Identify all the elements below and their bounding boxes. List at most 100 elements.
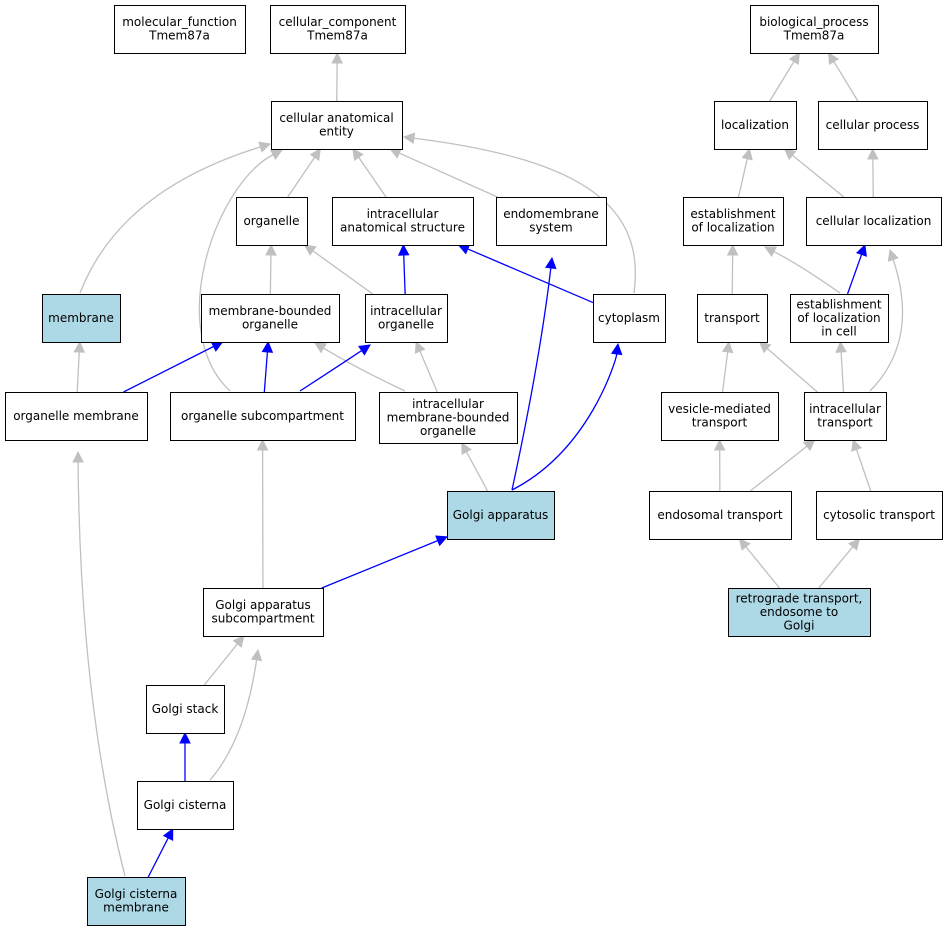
- node-label-line: organelle: [243, 214, 299, 228]
- arrowhead-ias-to-cae: [352, 148, 364, 161]
- arrowhead-os-to-io: [358, 344, 371, 356]
- node-box: [114, 5, 246, 54]
- node-label-line: biological_process: [759, 15, 868, 29]
- node-label-line: endosome to: [760, 605, 838, 619]
- edge-gcm-to-om: [77, 461, 126, 877]
- arrowhead-gcm-to-om: [72, 450, 84, 463]
- node-box: [661, 392, 779, 441]
- node-box: [804, 392, 887, 441]
- edge-membrane-to-cae: [79, 146, 261, 294]
- node-box: [816, 491, 943, 540]
- arrowhead-imbo-to-io: [414, 340, 426, 354]
- node-box: [5, 392, 148, 441]
- arrowhead-cl-to-loc: [783, 148, 797, 161]
- edge-mbo-to-organelle: [269, 254, 272, 295]
- arrowhead-et-to-it: [802, 439, 816, 452]
- arrowhead-io-to-organelle: [303, 244, 317, 256]
- node-membrane[interactable]: membrane: [42, 294, 121, 343]
- arrowhead-os-to-mbo: [261, 340, 274, 353]
- arrowhead-eolc-to-eol: [764, 246, 777, 257]
- node-box: [332, 197, 474, 246]
- node-box: [697, 294, 768, 343]
- node-box: [201, 294, 340, 343]
- arrowhead-gcm-to-gc: [162, 828, 174, 841]
- node-label-line: Golgi cisterna: [95, 887, 178, 901]
- node-ct[interactable]: cytosolic transport: [816, 491, 943, 540]
- node-om[interactable]: organelle membrane: [5, 392, 148, 441]
- node-loc[interactable]: localization: [714, 101, 797, 150]
- edge-ems-to-cae: [398, 152, 498, 198]
- node-ga[interactable]: Golgi apparatus: [447, 491, 555, 540]
- node-cytoplasm[interactable]: cytoplasm: [593, 294, 666, 343]
- edge-vmt-to-transport: [721, 351, 729, 393]
- arrowhead-gc-to-gas: [250, 648, 263, 662]
- arrowhead-vmt-to-transport: [721, 340, 734, 354]
- node-label-line: Golgi stack: [152, 702, 219, 716]
- node-organelle[interactable]: organelle: [236, 197, 308, 246]
- node-label-line: localization: [721, 118, 789, 132]
- edge-it-to-eolc: [840, 351, 845, 393]
- arrowhead-it-to-eolc: [835, 340, 847, 353]
- edge-gas-to-ga: [321, 540, 438, 589]
- node-label-line: endomembrane: [503, 207, 599, 221]
- node-label-line: Golgi: [784, 618, 815, 632]
- node-label-line: organelle: [420, 424, 476, 438]
- node-et[interactable]: endosomal transport: [649, 491, 792, 540]
- arrowhead-rt-to-et: [738, 538, 751, 551]
- arrowhead-gs-to-gas: [232, 635, 245, 648]
- node-box: [728, 588, 871, 637]
- node-label-line: organelle membrane: [13, 409, 139, 423]
- node-label-line: membrane: [48, 311, 114, 325]
- node-label-line: establishment: [690, 207, 776, 221]
- node-label-line: intracellular: [809, 402, 881, 416]
- node-cp[interactable]: cellular process: [818, 101, 928, 150]
- node-os[interactable]: organelle subcompartment: [170, 392, 356, 441]
- node-box: [137, 781, 234, 830]
- arrowhead-ct-to-it: [851, 438, 863, 452]
- edge-io-to-ias: [403, 254, 406, 295]
- node-label-line: intracellular: [412, 397, 484, 411]
- node-box: [271, 101, 403, 150]
- node-box: [593, 294, 666, 343]
- node-label-line: system: [529, 221, 572, 235]
- edge-ga-to-cytoplasm: [511, 353, 618, 491]
- node-transport[interactable]: transport: [697, 294, 768, 343]
- edge-io-to-organelle: [312, 250, 374, 295]
- node-box: [806, 197, 942, 246]
- node-label-line: retrograde transport,: [736, 591, 863, 605]
- edge-os-to-io: [299, 350, 363, 392]
- edge-gs-to-gas: [203, 643, 238, 686]
- node-gs[interactable]: Golgi stack: [146, 685, 225, 734]
- node-label-line: anatomical structure: [340, 221, 465, 235]
- arrowhead-cl-to-cp: [867, 147, 879, 160]
- node-gc[interactable]: Golgi cisterna: [137, 781, 234, 830]
- arrowhead-loc-to-bp: [788, 52, 800, 65]
- edge-imbo-to-mbo: [323, 347, 406, 392]
- edge-rt-to-ct: [818, 546, 854, 589]
- node-label-line: cellular localization: [816, 214, 932, 228]
- arrowhead-membrane-to-cae: [258, 141, 272, 153]
- edge-cytoplasm-to-ias: [467, 248, 594, 304]
- node-box: [447, 491, 555, 540]
- edge-imbo-to-io: [419, 350, 438, 393]
- node-cl[interactable]: cellular localization: [806, 197, 942, 246]
- node-box: [146, 685, 225, 734]
- arrowhead-it-to-transport: [758, 341, 772, 354]
